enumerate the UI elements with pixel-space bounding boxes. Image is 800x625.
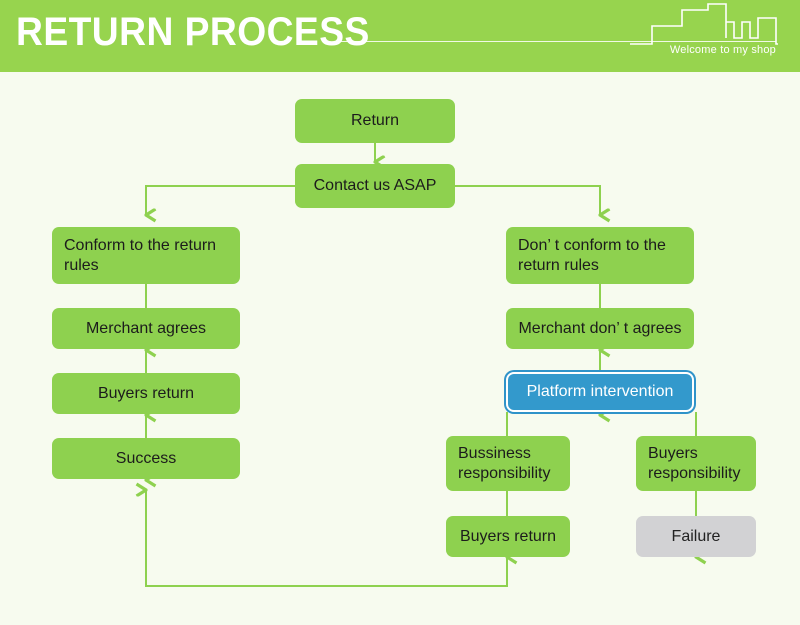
node-merchant-dont-agrees-label: Merchant don’ t agrees — [518, 319, 682, 337]
header-divider-rule — [340, 41, 776, 42]
node-dont-conform-to-return-rules-label: Don’ t conform to the return rules — [518, 236, 666, 274]
node-failure[interactable]: Failure — [636, 516, 756, 557]
node-buyers-responsibility-label: Buyers responsibility — [648, 444, 741, 482]
node-buyers-return-left[interactable]: Buyers return — [52, 373, 240, 414]
node-platform-intervention-label: Platform intervention — [526, 383, 674, 400]
node-buyers-return-left-label: Buyers return — [97, 384, 195, 402]
node-dont-conform-to-return-rules[interactable]: Don’ t conform to the return rules — [506, 227, 694, 284]
edge-buyersreturn-success-loop — [146, 490, 508, 587]
node-return[interactable]: Return — [295, 99, 455, 143]
edge-contact-conform — [146, 185, 295, 215]
node-return-label: Return — [350, 112, 400, 129]
page-header: RETURN PROCESS Welcome to my shop — [0, 0, 800, 72]
node-buyers-responsibility[interactable]: Buyers responsibility — [636, 436, 756, 491]
node-failure-label: Failure — [671, 527, 721, 545]
header-tagline: Welcome to my shop — [669, 44, 776, 56]
page-title: RETURN PROCESS — [16, 10, 370, 54]
flowchart-canvas: Return Contact us ASAP Conform to the re… — [0, 72, 800, 625]
city-skyline-outline-icon — [630, 3, 778, 45]
node-merchant-agrees-label: Merchant agrees — [85, 319, 207, 337]
node-contact-us-asap[interactable]: Contact us ASAP — [295, 164, 455, 208]
node-merchant-agrees[interactable]: Merchant agrees — [52, 308, 240, 349]
node-contact-us-asap-label: Contact us ASAP — [313, 177, 437, 194]
node-buyers-return-right[interactable]: Buyers return — [446, 516, 570, 557]
node-bussiness-responsibility-label: Bussiness responsibility — [458, 444, 551, 482]
node-conform-to-return-rules-label: Conform to the return rules — [64, 236, 217, 274]
node-buyers-return-right-label: Buyers return — [459, 527, 557, 545]
node-bussiness-responsibility[interactable]: Bussiness responsibility — [446, 436, 570, 491]
node-platform-intervention[interactable]: Platform intervention — [506, 372, 694, 412]
node-success[interactable]: Success — [52, 438, 240, 479]
node-merchant-dont-agrees[interactable]: Merchant don’ t agrees — [506, 308, 694, 349]
node-success-label: Success — [115, 449, 177, 467]
node-conform-to-return-rules[interactable]: Conform to the return rules — [52, 227, 240, 284]
edge-contact-notconform — [455, 185, 600, 215]
